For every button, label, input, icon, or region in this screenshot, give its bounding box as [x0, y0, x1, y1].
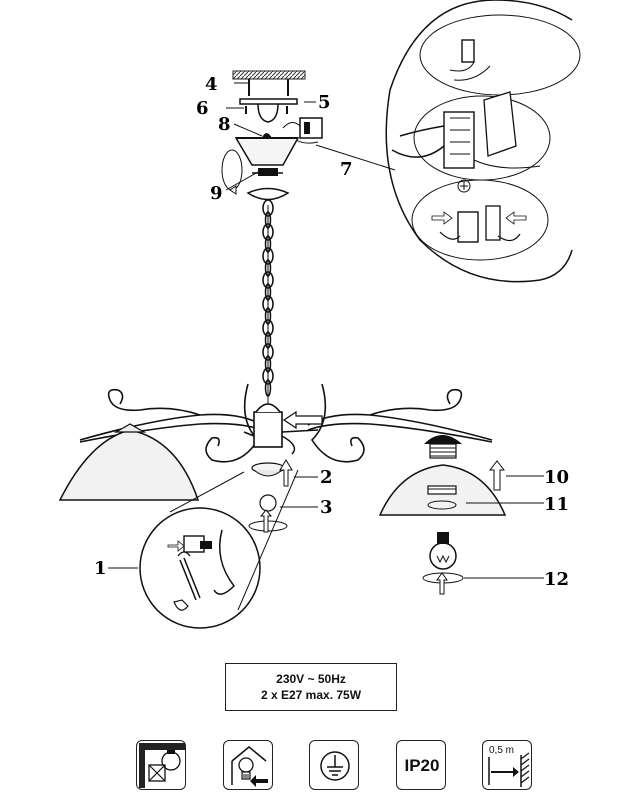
bulb-cap: [248, 494, 288, 533]
spec-box: 230V ~ 50Hz 2 x E27 max. 75W: [225, 663, 397, 711]
callout-numbers: 1 2 3 4 5 6 7 8 9 10 11 12: [94, 74, 569, 590]
canopy: [234, 133, 300, 201]
callout-12: 12: [544, 569, 569, 590]
callout-11: 11: [544, 494, 569, 515]
spec-voltage: 230V ~ 50Hz: [276, 672, 346, 686]
detail-wrench: [139, 469, 299, 629]
callout-6: 6: [196, 98, 209, 119]
ceiling: [232, 70, 306, 80]
ip-rating-text: IP20: [404, 756, 440, 775]
terminal-block: [282, 117, 323, 144]
detail-wiring: [315, 0, 581, 283]
callout-4: 4: [205, 74, 218, 95]
callout-1: 1: [94, 558, 107, 579]
left-shade: [58, 423, 200, 501]
callout-7: 7: [340, 159, 353, 180]
lift-arrow-icon: [488, 460, 506, 491]
no-ceiling-insulation-icon: [136, 740, 186, 790]
shade-holder: [251, 459, 293, 487]
min-distance-icon: 0,5 m: [482, 740, 532, 790]
mounting-screws: [234, 79, 289, 96]
callout-5: 5: [318, 92, 331, 113]
insert-arrow-icon: [282, 410, 323, 430]
callout-3: 3: [320, 497, 333, 518]
leader-lines: [108, 101, 544, 579]
light-bulb-icon: [422, 532, 464, 595]
callout-9: 9: [210, 183, 223, 204]
rotate-arrow-icon: [221, 149, 243, 195]
ip20-rating-icon: IP20: [396, 740, 446, 790]
centre-wires: [243, 429, 319, 455]
bulb-replacement-icon: [223, 740, 273, 790]
spec-bulbs: 2 x E27 max. 75W: [260, 688, 362, 702]
distance-text: 0,5 m: [489, 745, 515, 756]
earth-ground-icon: [309, 740, 359, 790]
callout-10: 10: [544, 467, 569, 488]
callout-2: 2: [320, 467, 333, 488]
callout-8: 8: [218, 114, 231, 135]
mounting-plate: [239, 98, 298, 123]
